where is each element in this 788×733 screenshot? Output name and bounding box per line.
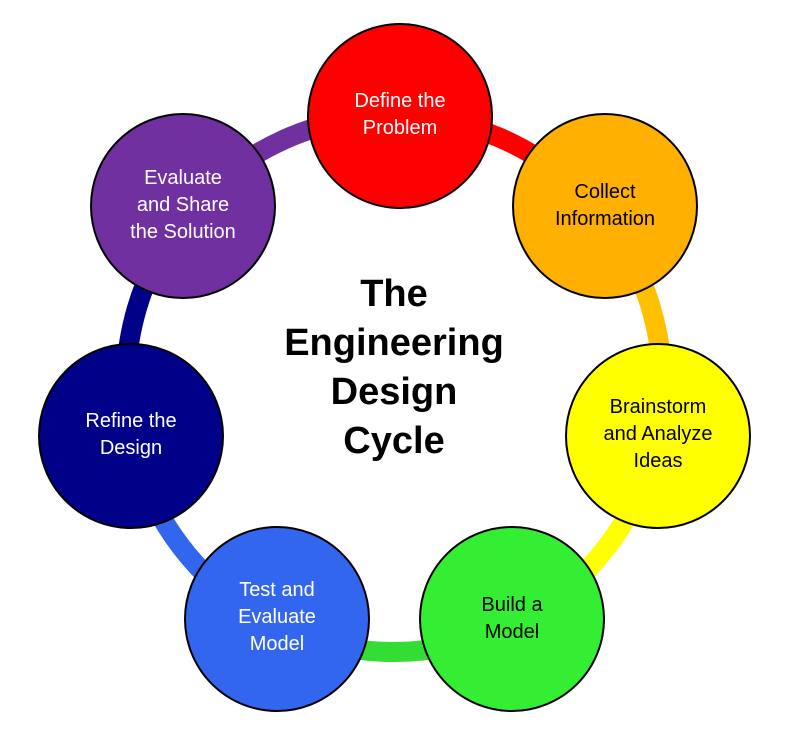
step-brainstorm-label: Brainstorm and Analyze Ideas (573, 394, 743, 475)
step-refine-design-label: Refine the Design (46, 408, 216, 462)
cycle-step-circles (38, 23, 751, 712)
label-line: Define the (354, 90, 446, 112)
label-line: Information (554, 208, 656, 230)
label-line: the Solution (130, 221, 236, 243)
step-define-problem-label: Define the Problem (315, 88, 485, 142)
step-test-evaluate-label: Test and Evaluate Model (192, 577, 362, 658)
title-line: The (360, 273, 428, 315)
label-line: Refine the (85, 410, 177, 432)
step-evaluate-share-label: Evaluate and Share the Solution (98, 165, 268, 246)
label-line: Model (249, 633, 305, 655)
step-collect-information-circle (512, 113, 698, 299)
step-evaluate-share-circle (90, 113, 276, 299)
label-line: Collect (574, 181, 636, 203)
label-line: and Analyze (603, 423, 713, 445)
step-define-problem-circle (307, 23, 493, 209)
step-brainstorm-circle (565, 343, 751, 529)
step-build-model-circle (419, 526, 605, 712)
label-line: Test and (239, 579, 315, 601)
label-line: and Share (136, 194, 230, 216)
step-collect-information-label: Collect Information (520, 179, 690, 233)
label-line: Brainstorm (609, 396, 707, 418)
label-line: Evaluate (144, 167, 222, 189)
label-line: Model (484, 621, 540, 643)
label-line: Problem (362, 117, 438, 139)
step-refine-design-circle (38, 343, 224, 529)
step-test-evaluate-circle (184, 526, 370, 712)
title-line: Engineering (284, 322, 504, 364)
label-line: Build a (481, 594, 543, 616)
title-line: Cycle (343, 420, 445, 462)
label-line: Evaluate (238, 606, 316, 628)
label-line: Design (99, 437, 163, 459)
diagram-title: The Engineering Design Cycle (244, 270, 544, 466)
step-build-model-label: Build a Model (427, 592, 597, 646)
label-line: Ideas (633, 450, 683, 472)
title-line: Design (330, 371, 458, 413)
